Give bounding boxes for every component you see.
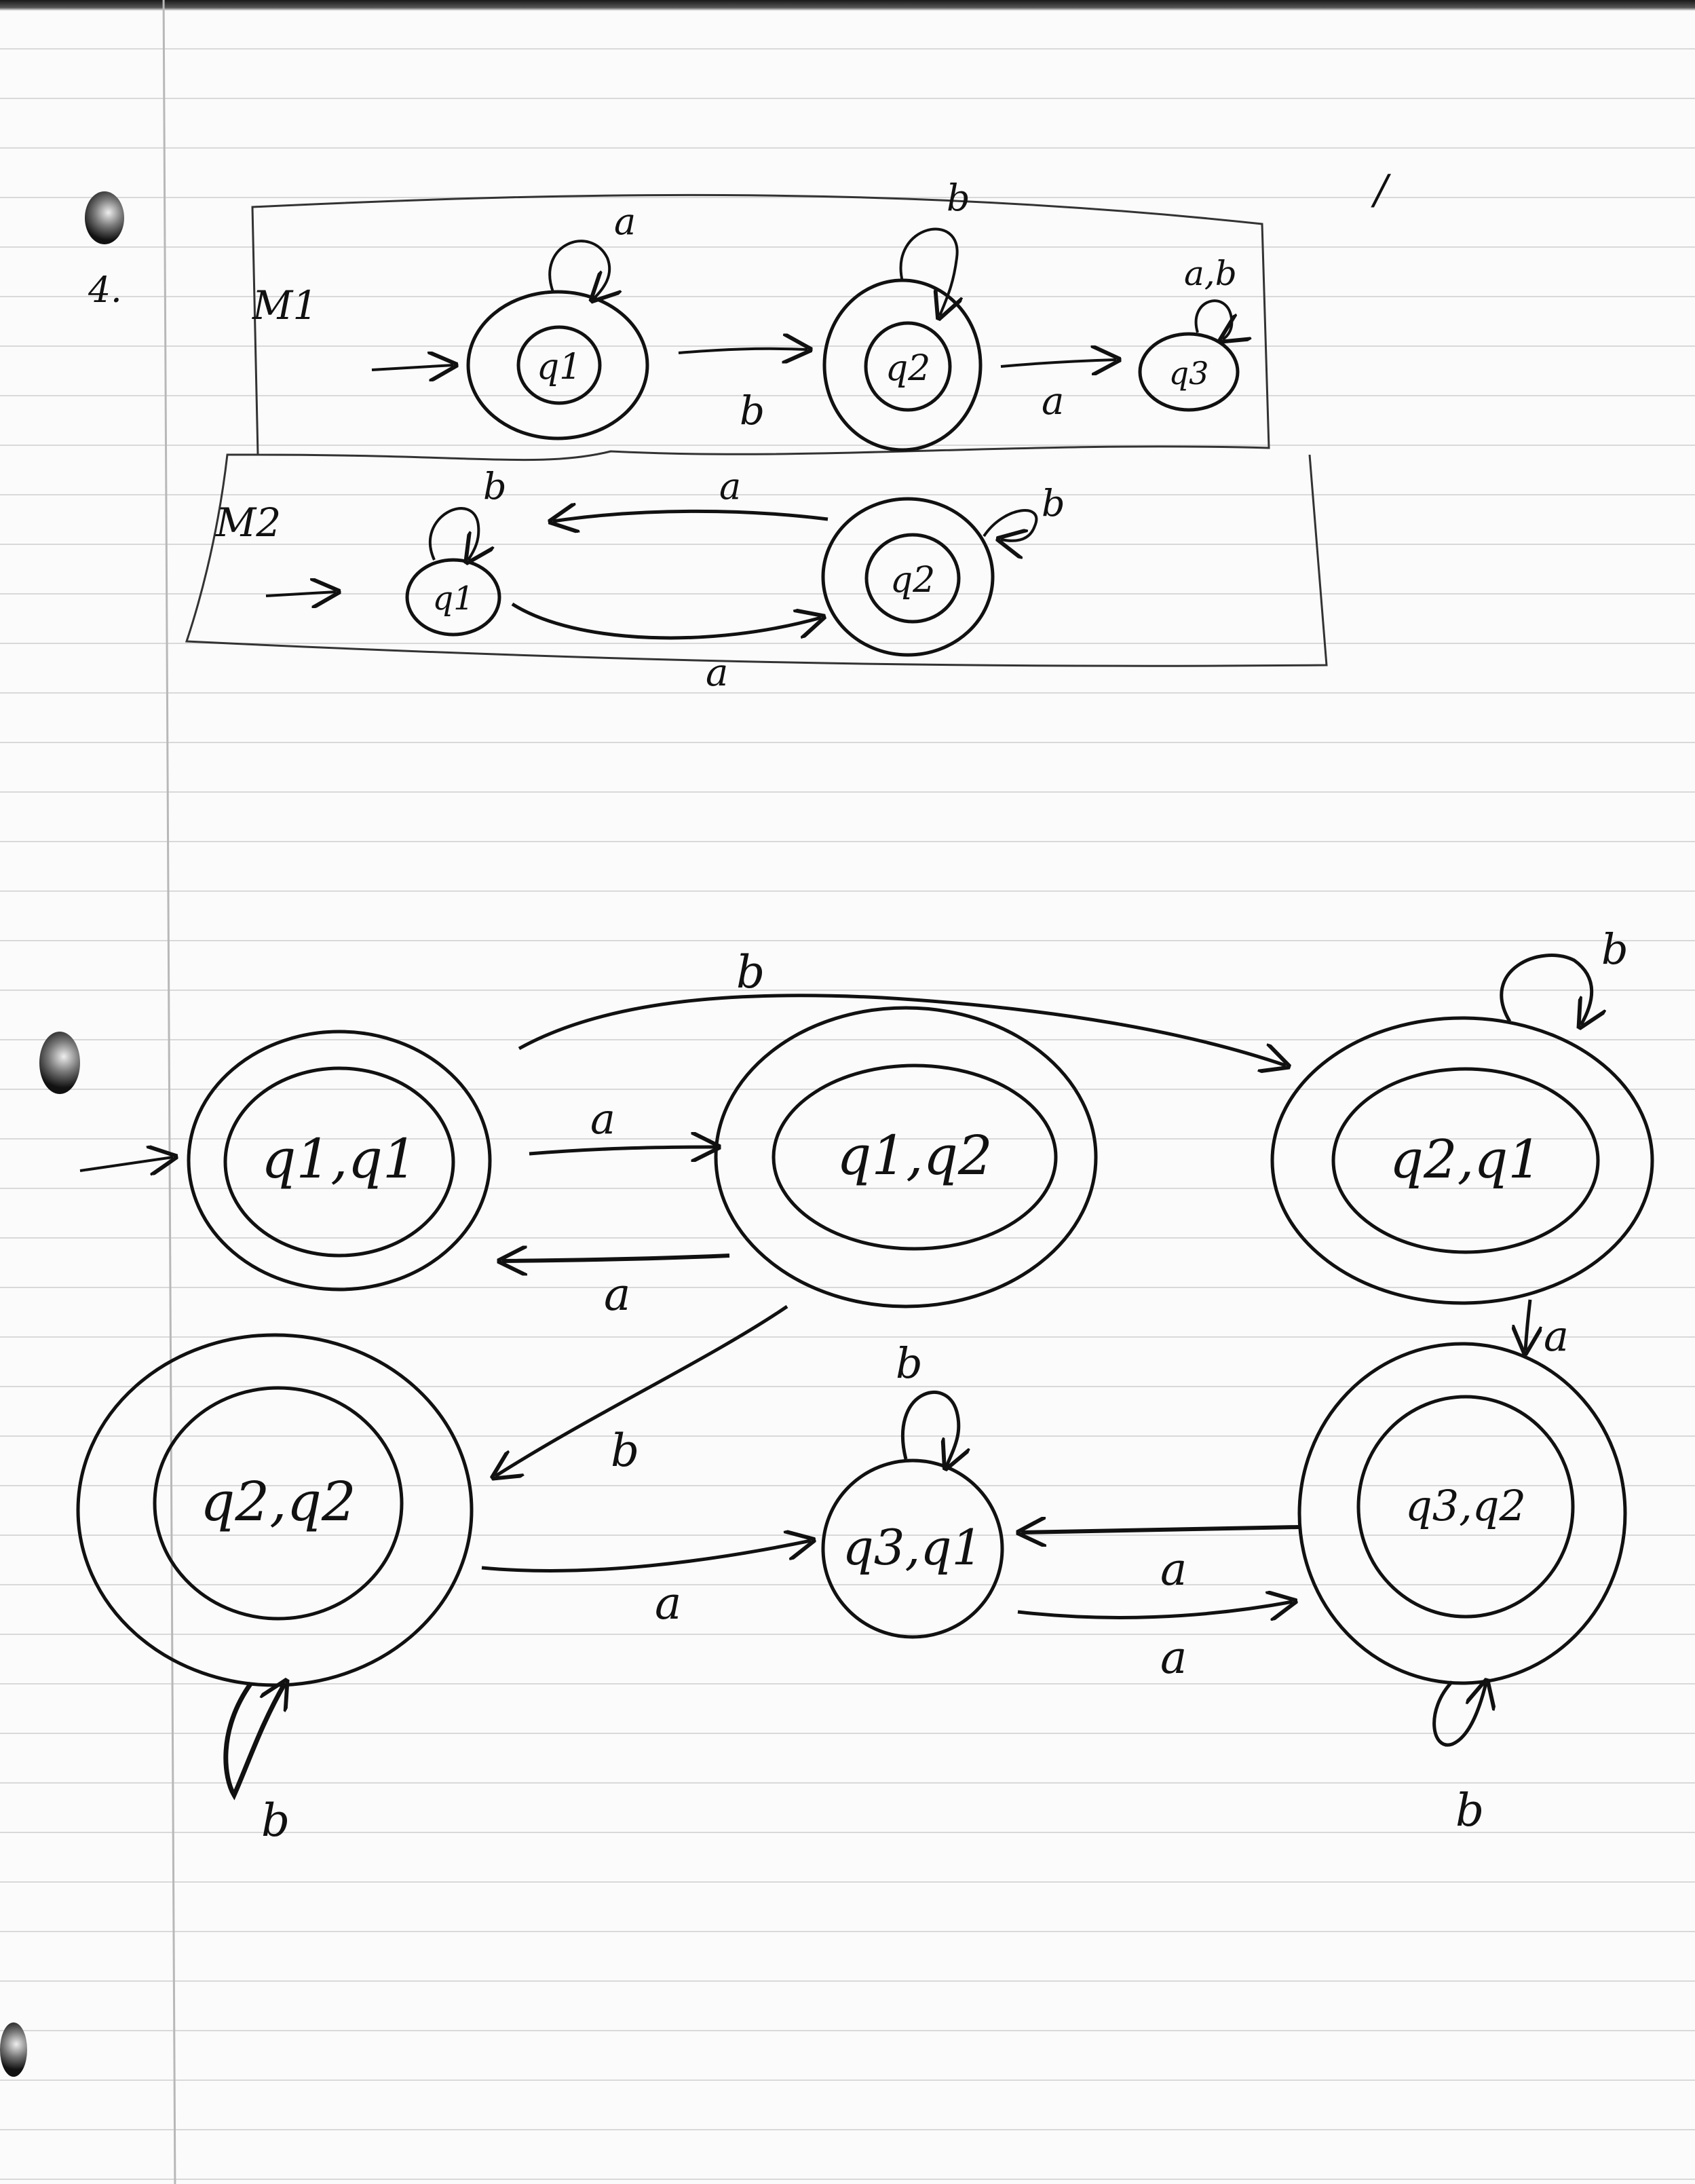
m1-loop-q2: [899, 227, 957, 316]
binder-hole-top: [85, 191, 124, 244]
binder-hole-bottom: [0, 2022, 27, 2077]
m1-state-label: q2: [885, 348, 930, 389]
product-label-q1q1-q1q2: a: [590, 1094, 615, 1144]
m2-state-label: q1: [432, 580, 474, 618]
m1-state-label: q1: [537, 347, 582, 388]
product-label-q2q2-q3q1: a: [655, 1577, 681, 1630]
machine-m2: M2 q1 q2 b a a b: [215, 465, 1065, 695]
product-label-q1q2-q1q1: a: [604, 1268, 630, 1321]
product-state-label: q2,q1: [1390, 1129, 1542, 1190]
product-state-q3q2: q3,q2: [1297, 1342, 1627, 1685]
m2-label-q1-loop: b: [483, 465, 507, 508]
m2-state-q2: q2: [821, 497, 995, 657]
m1-loop-q1: [548, 240, 609, 299]
product-state-q3q1: q3,q1: [821, 1458, 1004, 1639]
product-label-q1q1-q2q1: b: [736, 946, 765, 998]
product-loop-q3q2: [1432, 1682, 1486, 1747]
m2-label-q2-q1: a: [719, 465, 741, 508]
m1-label-q3-loop: a,b: [1184, 254, 1237, 293]
product-label-q1q2-q2q2: b: [611, 1425, 639, 1477]
m1-name: M1: [252, 282, 318, 328]
product-state-q1q1: q1,q1: [187, 1030, 492, 1292]
m2-edge-q2-q1: [553, 511, 829, 521]
m1-label-q2-q3: a: [1042, 379, 1064, 423]
machine-m1: M1 q1 q2 q3 a b b: [252, 176, 1240, 452]
product-state-label: q1,q1: [261, 1127, 417, 1190]
m2-loop-q1: [428, 507, 478, 560]
m1-label-q2-loop: b: [947, 176, 970, 219]
m1-label-q1-loop: a: [614, 200, 636, 243]
product-start-arrow: [79, 1157, 173, 1171]
m1-loop-q3: [1194, 299, 1232, 339]
m2-loop-q2: [983, 509, 1038, 541]
page-top-edge: [0, 0, 1695, 11]
m1-state-label: q3: [1169, 355, 1209, 392]
product-state-q2q2: q2,q2: [76, 1333, 474, 1687]
machines-box: [185, 193, 1328, 667]
product-edge-q1q1-q1q2: [529, 1147, 716, 1154]
product-loop-q3q1: [900, 1391, 958, 1466]
m1-start-arrow: [371, 365, 453, 370]
product-label-q3q2-loop: b: [1455, 1784, 1484, 1837]
m1-state-q2: q2: [822, 278, 983, 452]
m2-label-q2-loop: b: [1042, 482, 1065, 525]
m2-state-label: q2: [890, 560, 935, 601]
product-edge-q1q2-q1q1: [502, 1256, 730, 1261]
product-edge-q1q1-q2q1: [518, 994, 1286, 1066]
product-edge-q2q1-q3q2: [1525, 1299, 1530, 1351]
product-loop-q2q1: [1500, 954, 1592, 1025]
m1-label-q1-q2: b: [740, 388, 765, 434]
m2-start-arrow: [265, 592, 336, 596]
product-label-q3q1-q3q2: a: [1160, 1632, 1187, 1684]
m1-state-q3: q3: [1138, 332, 1240, 412]
m1-edge-q1-q2: [678, 349, 807, 353]
product-state-label: q3,q2: [1405, 1481, 1526, 1530]
m2-name: M2: [215, 500, 281, 546]
product-edge-q2q2-q3q1: [481, 1541, 811, 1573]
product-label-q2q2-loop: b: [261, 1794, 290, 1847]
product-edge-q1q2-q2q2: [495, 1304, 788, 1476]
product-state-q2q1: q2,q1: [1270, 1016, 1654, 1305]
product-label-q3q2-q3q1: a: [1160, 1543, 1187, 1596]
m2-edge-q1-q2: [511, 602, 821, 640]
problem-number: 4.: [88, 270, 122, 311]
product-state-label: q3,q1: [843, 1519, 983, 1576]
product-state-label: q1,q2: [837, 1124, 993, 1187]
product-state-q1q2: q1,q2: [714, 1006, 1098, 1308]
m1-state-q1: q1: [466, 290, 649, 440]
product-edge-q3q1-q3q2: [1017, 1602, 1293, 1617]
product-state-label: q2,q2: [200, 1470, 356, 1533]
m2-label-q1-q2: a: [706, 651, 728, 695]
product-loop-q2q2: [223, 1683, 285, 1801]
product-label-q2q1-loop: b: [1601, 924, 1629, 974]
product-label-q3q1-loop: b: [896, 1338, 923, 1388]
m2-state-q1: q1: [405, 558, 501, 637]
tick-mark: /: [1371, 166, 1392, 214]
binder-hole-middle: [39, 1032, 80, 1094]
product-edge-q3q2-q3q1: [1021, 1527, 1300, 1532]
product-machine: q1,q1 q1,q2 q2,q1 q2,q2 q3,q1: [76, 924, 1654, 1847]
m1-edge-q2-q3: [1000, 360, 1116, 366]
product-label-q2q1-q3q2: a: [1544, 1311, 1569, 1361]
